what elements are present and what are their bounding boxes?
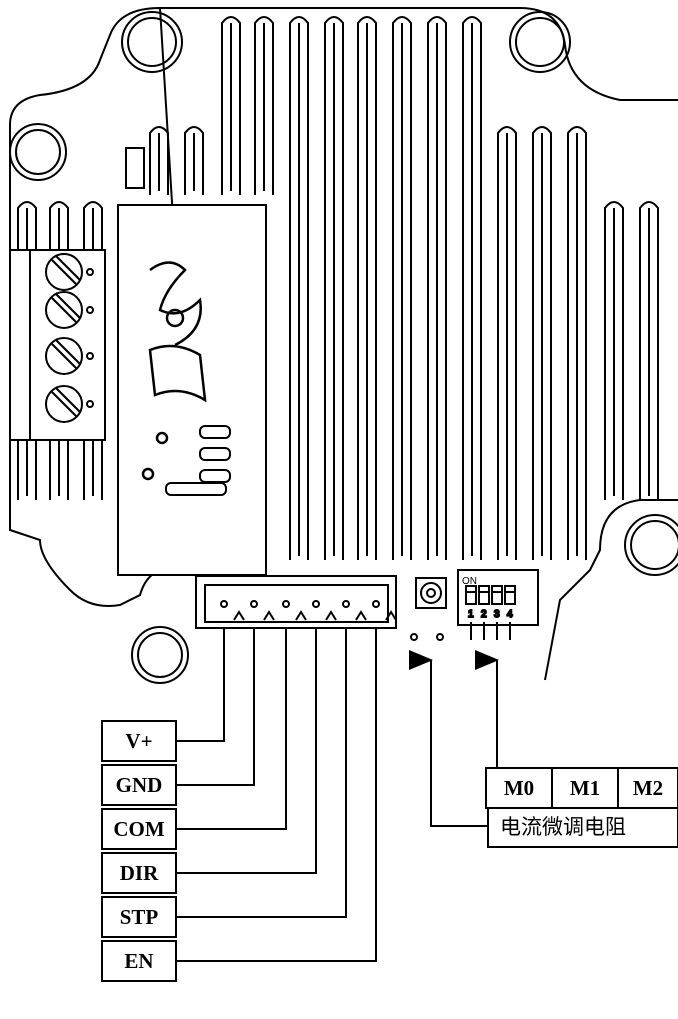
pin-label-box — [101, 940, 177, 982]
heatsink-fin — [149, 126, 169, 195]
pin-label-dir: DIR — [120, 861, 159, 885]
connector-key — [355, 610, 367, 621]
heatsink-fin — [324, 16, 344, 560]
screw-slot — [51, 391, 77, 417]
screw-slot — [55, 293, 81, 319]
heatsink-fin — [427, 16, 447, 560]
screw-icon — [45, 385, 83, 423]
heatsink-fin — [392, 16, 412, 560]
signal-connector — [195, 575, 397, 629]
heatsink-fins — [17, 16, 659, 560]
dip-position-label: 4 — [507, 609, 513, 620]
current-trim-label: 电流微调电阻 — [500, 815, 626, 839]
heatsink-fin — [184, 126, 204, 195]
connector-key — [263, 610, 275, 621]
screw-slot — [55, 387, 81, 413]
microstep-label-m1: M1 — [570, 776, 600, 800]
mounting-holes — [9, 11, 678, 684]
connector-pin — [250, 600, 258, 608]
current-trim-callout: 电流微调电阻 — [409, 650, 678, 848]
heatsink-fin — [639, 201, 659, 500]
pin-wire — [176, 628, 347, 918]
terminal-dot — [86, 352, 94, 360]
screw-slot — [55, 339, 81, 365]
screw-icon — [45, 253, 83, 291]
driver-chip — [117, 147, 267, 576]
pin-wire — [176, 628, 225, 742]
screw-icon — [45, 337, 83, 375]
microstep-callout: M0 M1 M2 — [475, 650, 678, 809]
screw-slot — [51, 259, 77, 285]
microstep-box — [617, 767, 678, 809]
trim-potentiometer-icon — [410, 577, 447, 641]
pin-label-vplus: V+ — [125, 729, 152, 753]
pin-wire — [176, 628, 287, 830]
screw-slot — [51, 297, 77, 323]
pin-label-stp: STP — [120, 905, 159, 929]
heatsink-fin — [289, 16, 309, 560]
screw-terminal — [9, 249, 106, 441]
connector-pin — [282, 600, 290, 608]
terminal-dot — [86, 306, 94, 314]
dip-on-label: ON — [462, 576, 477, 587]
heatsink-fin — [497, 126, 517, 560]
pin-label-com: COM — [113, 817, 165, 841]
connector-key — [295, 610, 307, 621]
dip-key — [478, 585, 490, 605]
pin-label-gnd: GND — [116, 773, 163, 797]
pin-label-en: EN — [124, 949, 153, 973]
connector-pin — [312, 600, 320, 608]
screw-slot — [51, 343, 77, 369]
heatsink-fin — [49, 201, 69, 500]
connector-key — [325, 610, 337, 621]
dip-key — [491, 585, 503, 605]
pin-wire-group — [176, 628, 377, 962]
pin-label-box — [101, 764, 177, 806]
pin-wire — [176, 628, 255, 786]
dip-position-label: 2 — [481, 609, 487, 620]
heatsink-fin — [462, 16, 482, 560]
dip-position-label: 3 — [494, 609, 500, 620]
pin-label-box — [101, 720, 177, 762]
screw-icon — [45, 291, 83, 329]
pin-wire — [176, 628, 377, 962]
heatsink-fin — [567, 126, 587, 560]
heatsink-fin — [254, 16, 274, 195]
connector-key — [233, 610, 245, 621]
connector-pin — [220, 600, 228, 608]
pin-label-box — [101, 896, 177, 938]
terminal-dot — [86, 268, 94, 276]
heatsink-fin — [357, 16, 377, 560]
logo-mark — [141, 261, 207, 481]
chip-markings — [165, 425, 231, 496]
microstep-label-m0: M0 — [504, 776, 534, 800]
connector-key — [385, 610, 397, 621]
dip-position-label: 1 — [468, 609, 474, 620]
microstep-label-m2: M2 — [633, 776, 663, 800]
connector-pin — [372, 600, 380, 608]
microstep-box — [485, 767, 553, 809]
heatsink-fin — [83, 201, 103, 500]
heatsink-fin — [221, 16, 241, 195]
dip-key — [465, 585, 477, 605]
heatsink-fin — [604, 201, 624, 500]
connector-pin — [342, 600, 350, 608]
heatsink-fin — [532, 126, 552, 560]
pin-label-box — [101, 808, 177, 850]
pin-label-group: V+ GND COM DIR STP EN — [101, 720, 177, 982]
pin-label-box — [101, 852, 177, 894]
pin-wire — [176, 628, 317, 874]
terminal-dot — [86, 400, 94, 408]
screw-slot — [55, 255, 81, 281]
dip-key — [504, 585, 516, 605]
heatsink-fin — [17, 201, 37, 500]
